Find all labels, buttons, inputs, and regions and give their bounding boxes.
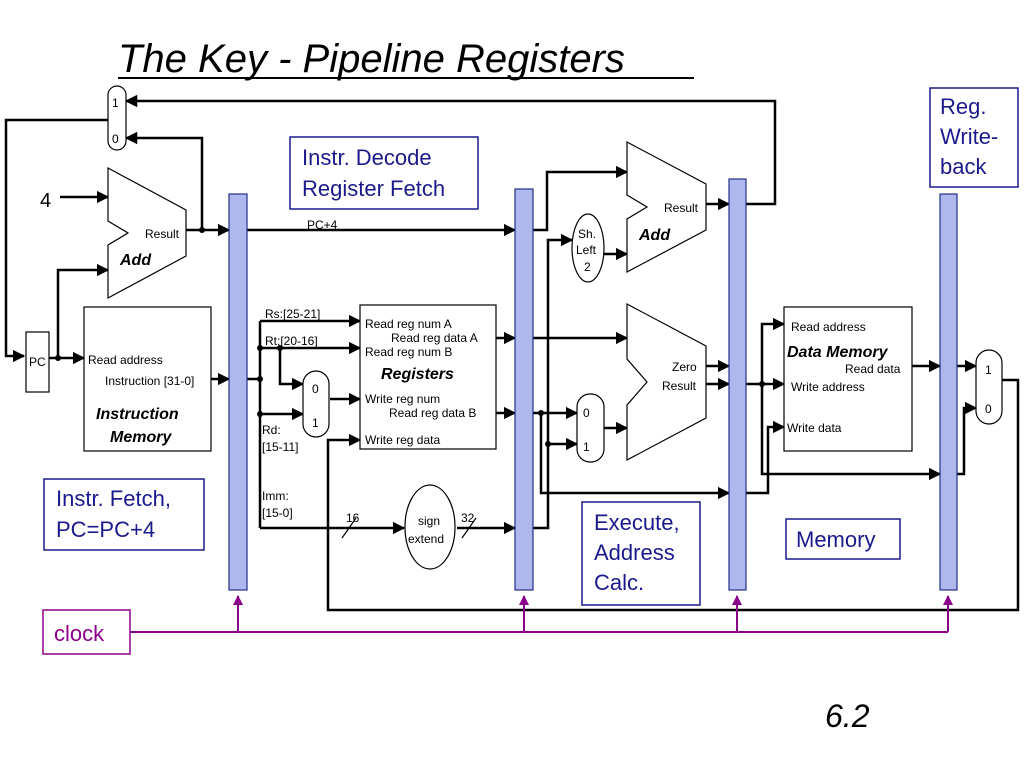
shift-left-1: Sh. [578,227,596,241]
imem-name-line2: Memory [110,429,172,446]
stage-decode-line2: Register Fetch [302,176,445,201]
stage-exec-line3: Calc. [594,570,644,595]
stage-exec-line1: Execute, [594,510,680,535]
instruction-memory: Read address Instruction [31-0] Instruct… [83,306,212,452]
stage-wb-line2: Write- [940,124,998,149]
clock-label: clock [54,621,105,646]
dmem-name: Data Memory [787,344,889,361]
register-file: Read reg num A Read reg data A Read reg … [359,304,497,450]
regdst-mux: 0 1 [302,370,330,438]
pc-plus-4-label: PC+4 [307,218,338,232]
reg-read-data-a: Read reg data A [391,331,478,345]
sign-extend-2: extend [408,532,444,546]
branch-adder: Result Add [626,141,707,273]
stage-fetch-line1: Instr. Fetch, [56,486,171,511]
stage-label-execute: Execute, Address Calc. [581,501,701,606]
stage-label-decode: Instr. Decode Register Fetch [289,136,479,210]
dmem-read-data: Read data [845,362,901,376]
data-memory: Read address Data Memory Read data Write… [783,306,913,452]
field-imm-1: Imm: [262,489,289,503]
field-rt: Rt:[20-16] [265,334,318,348]
imem-read-address: Read address [88,353,163,367]
program-counter: PC [25,331,50,393]
writeback-mux: 1 0 [975,349,1003,425]
pc-mux-in0: 0 [112,132,119,146]
pipeline-register-if-id [228,193,248,591]
reg-name: Registers [381,366,454,383]
field-rs: Rs:[25-21] [265,307,320,321]
stage-wb-line3: back [940,154,987,179]
page-title: The Key - Pipeline Registers [118,37,625,81]
alusrc-mux-in0: 0 [583,406,590,420]
sign-extend-1: sign [418,514,440,528]
reg-read-num-b: Read reg num B [365,345,452,359]
pc-adder-result: Result [145,227,180,241]
field-rd-2: [15-11] [262,440,298,454]
pipeline-register-mem-wb [939,193,958,591]
stage-mem-text: Memory [796,527,875,552]
clock-lines [130,595,953,633]
reg-read-num-a: Read reg num A [365,317,452,331]
reg-read-data-b: Read reg data B [389,406,476,420]
pipeline-register-id-ex [514,188,534,591]
imem-instruction: Instruction [31-0] [105,374,194,388]
dmem-read-address: Read address [791,320,866,334]
pc-mux: 1 0 [107,85,127,151]
pc-adder: Result Add [107,166,187,300]
sign-extend-in-bits: 16 [346,511,360,525]
datapath-wires [4,94,1020,612]
shift-left-2: Sh. Left 2 [571,213,605,283]
sign-extend: sign extend 16 32 [346,484,475,570]
alusrc-mux-in1: 1 [583,440,590,454]
regdst-mux-in1: 1 [312,416,319,430]
imem-name-line1: Instruction [96,406,179,423]
reg-write-num: Write reg num [365,392,440,406]
stage-wb-line1: Reg. [940,94,986,119]
field-imm-2: [15-0] [262,506,293,520]
branch-adder-result: Result [664,201,699,215]
dmem-write-address: Write address [791,380,865,394]
wb-mux-in0: 0 [985,402,992,416]
shift-left-2: Left [576,243,597,257]
page-number: 6.2 [825,698,870,734]
stage-fetch-line2: PC=PC+4 [56,517,155,542]
alu: Zero Result [626,303,707,461]
stage-exec-line2: Address [594,540,675,565]
dmem-write-data: Write data [787,421,842,435]
alusrc-mux: 0 1 [576,393,605,463]
regdst-mux-in0: 0 [312,382,319,396]
pc-mux-in1: 1 [112,96,119,110]
shift-left-3: 2 [584,260,591,274]
pc-label: PC [29,355,46,369]
pipeline-register-ex-mem [728,178,747,591]
stage-label-fetch: Instr. Fetch, PC=PC+4 [43,478,205,551]
branch-adder-name: Add [638,227,671,244]
alu-zero: Zero [672,360,697,374]
stage-decode-line1: Instr. Decode [302,145,432,170]
constant-four: 4 [40,190,51,212]
reg-write-data: Write reg data [365,433,440,447]
wb-mux-in1: 1 [985,363,992,377]
field-rd-1: Rd: [262,423,281,437]
clock-label-box: clock [42,609,131,655]
sign-extend-out-bits: 32 [461,511,475,525]
alu-result: Result [662,379,697,393]
pc-adder-name: Add [119,252,152,269]
stage-label-writeback: Reg. Write- back [929,87,1019,188]
stage-label-memory: Memory [785,518,901,560]
